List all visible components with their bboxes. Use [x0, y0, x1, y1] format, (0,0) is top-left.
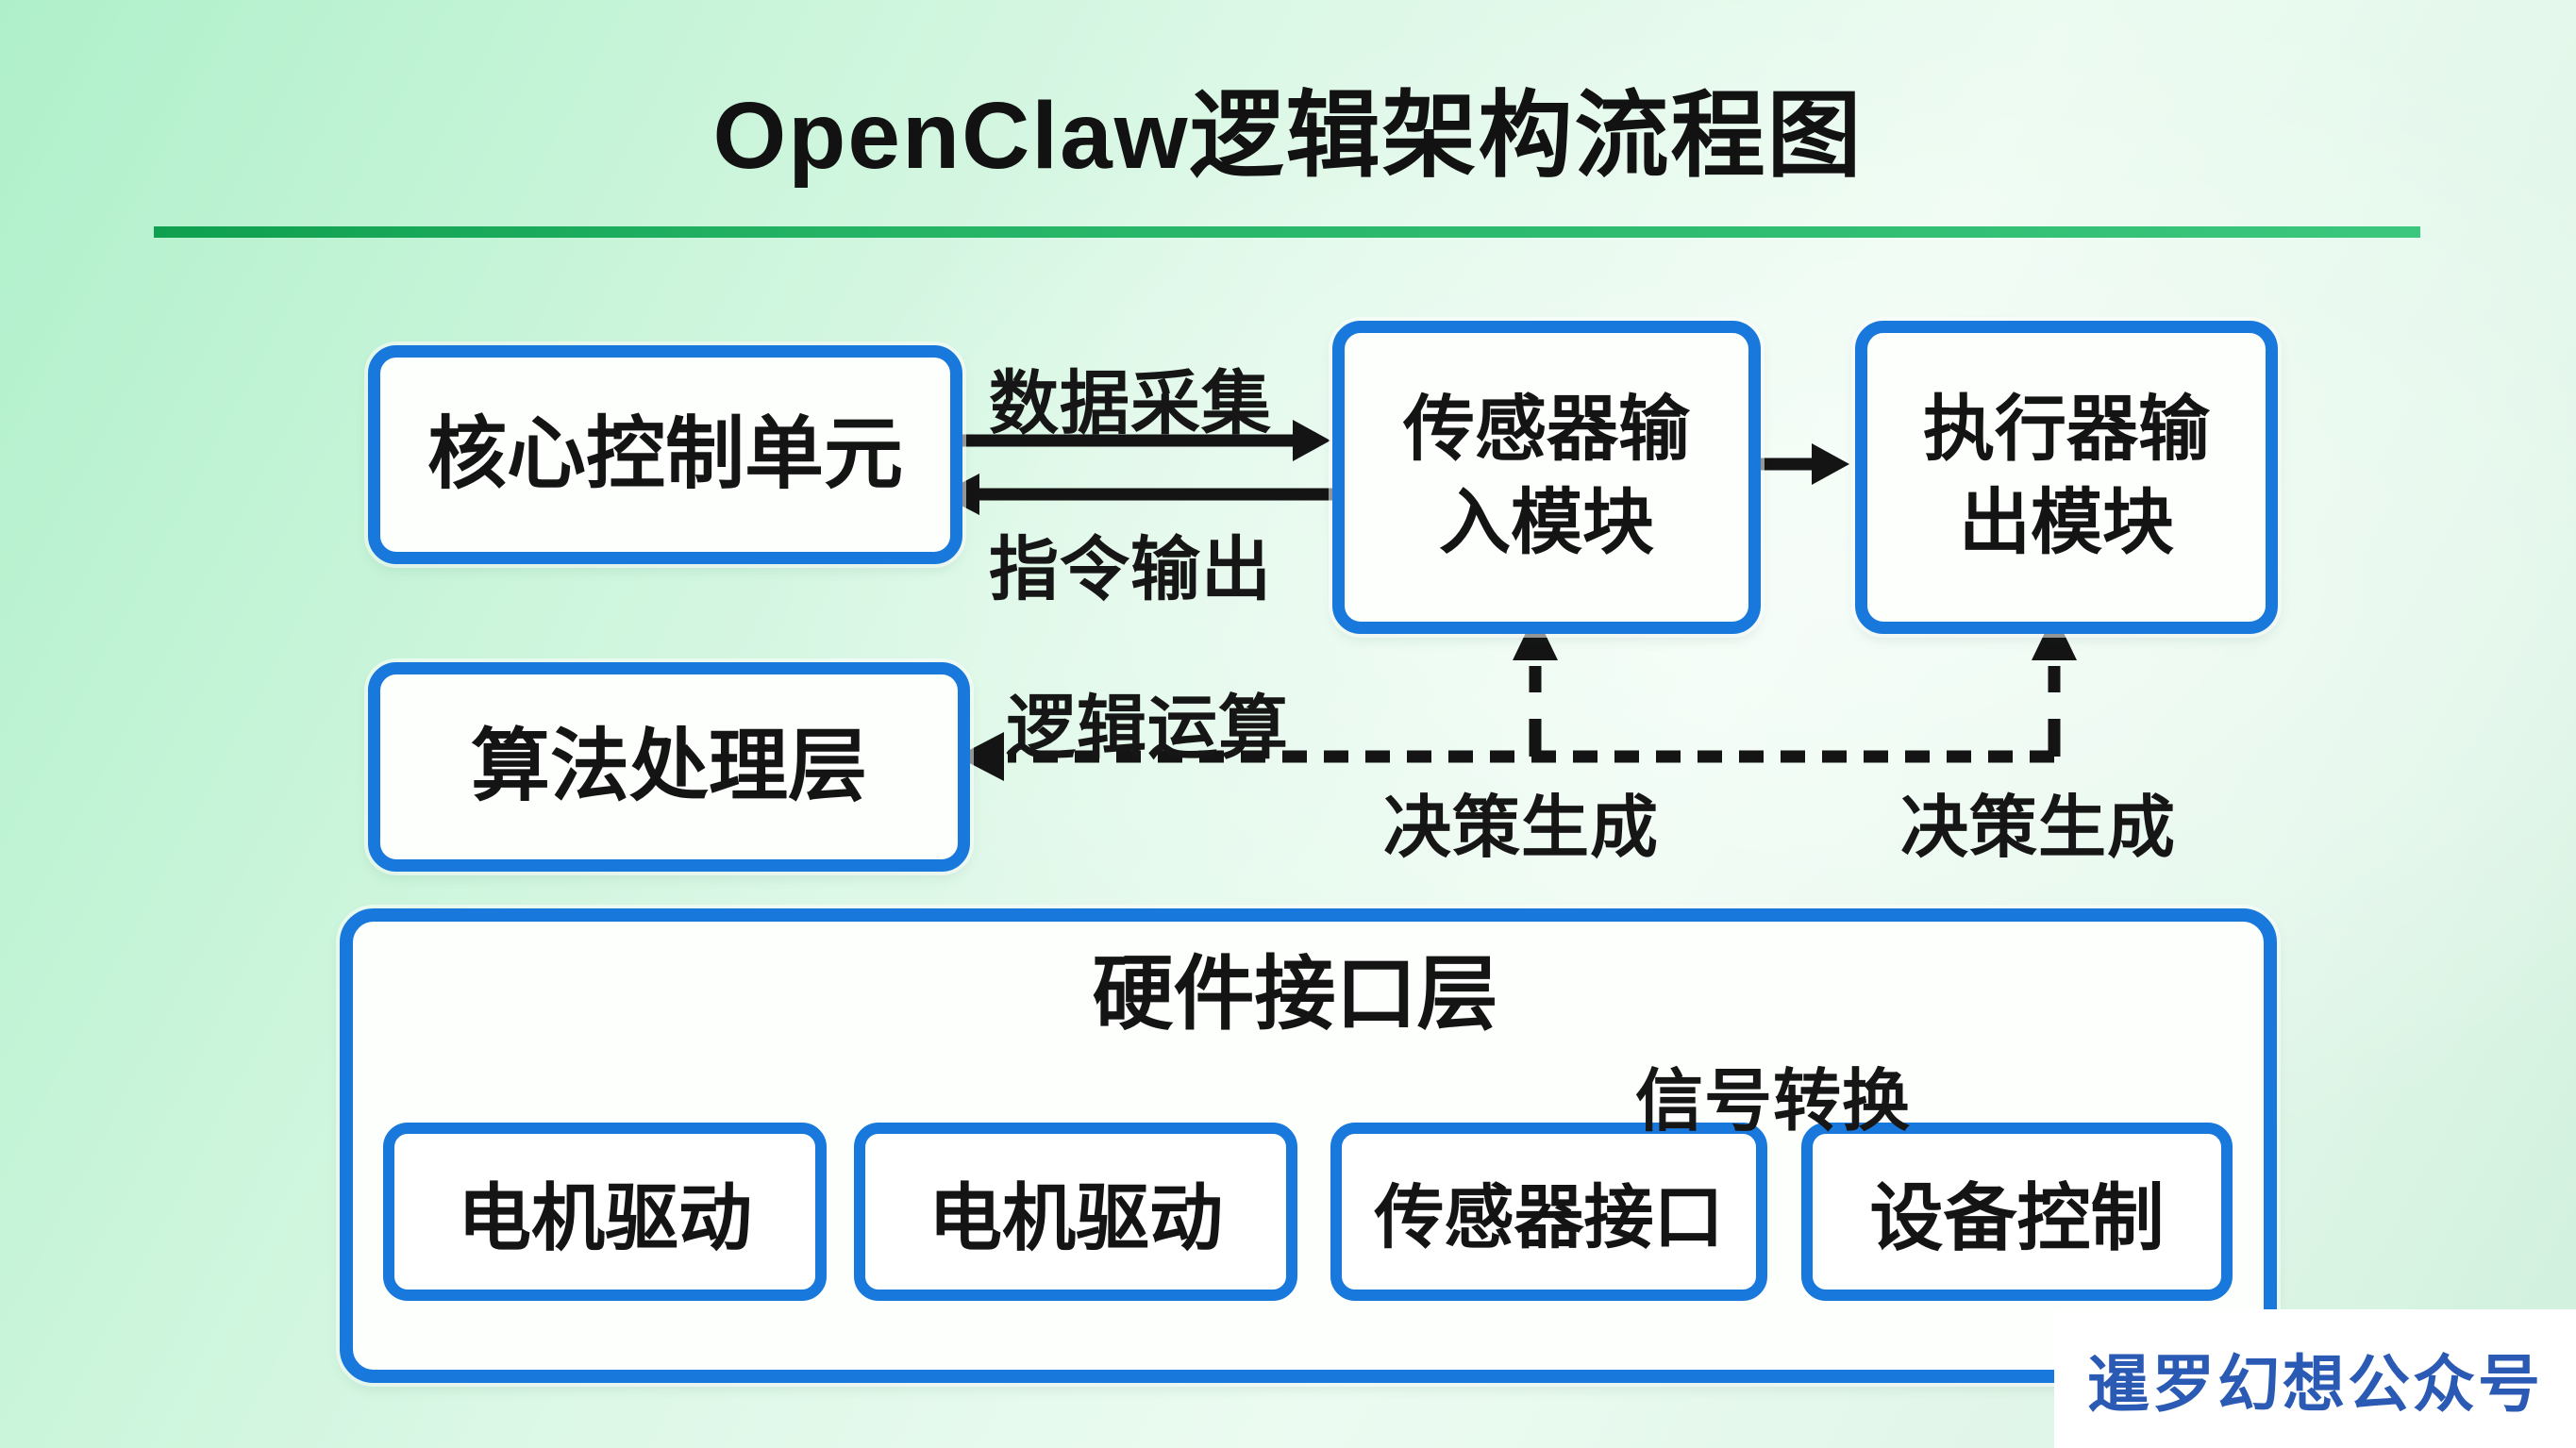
node-sensor-input-module: 传感器输 入模块: [1332, 321, 1761, 634]
dashed-arrow-decision-to-actuator: [2032, 613, 2077, 757]
node-actuator-output-module: 执行器输 出模块: [1855, 321, 2278, 634]
edge-label-command-output: 指令输出: [989, 530, 1272, 608]
node-label: 电机驱动: [928, 1175, 1223, 1259]
edge-label-logic-operation: 逻辑运算: [1006, 689, 1289, 767]
arrow-command-output: [940, 474, 1338, 515]
edge-label-decision-2: 决策生成: [1900, 791, 2177, 866]
hardware-layer-title: 硬件接口层: [1092, 949, 1498, 1040]
node-sensor-interface: 传感器接口: [1330, 1123, 1767, 1301]
watermark: 暹罗幻想公众号: [2054, 1309, 2576, 1448]
watermark-text: 暹罗幻想公众号: [2087, 1348, 2543, 1419]
edge-label-data-collection: 数据采集: [989, 364, 1272, 442]
arrow-data-collection: [942, 420, 1330, 461]
dashed-arrow-logic-operation: [957, 732, 2054, 781]
title-underline: [154, 226, 2420, 238]
node-motor-drive-2: 电机驱动: [854, 1123, 1297, 1301]
node-label: 核心控制单元: [427, 409, 903, 499]
node-device-control: 设备控制: [1801, 1123, 2233, 1301]
node-algorithm-processing-layer: 算法处理层: [368, 662, 970, 872]
node-motor-drive-1: 电机驱动: [383, 1123, 827, 1301]
node-label: 执行器输 出模块: [1923, 390, 2210, 563]
page-title: OpenClaw逻辑架构流程图: [712, 83, 1864, 189]
node-label: 电机驱动: [457, 1175, 752, 1259]
edge-label-signal-conversion: 信号转换: [1635, 1064, 1912, 1140]
node-label: 传感器输 入模块: [1403, 390, 1690, 563]
dashed-arrow-decision-to-sensor: [1513, 613, 1558, 757]
node-label: 算法处理层: [470, 722, 867, 811]
node-core-control-unit: 核心控制单元: [368, 345, 962, 564]
node-label: 设备控制: [1869, 1175, 2165, 1259]
edge-label-decision-1: 决策生成: [1383, 791, 1660, 866]
node-label: 传感器接口: [1374, 1178, 1724, 1257]
